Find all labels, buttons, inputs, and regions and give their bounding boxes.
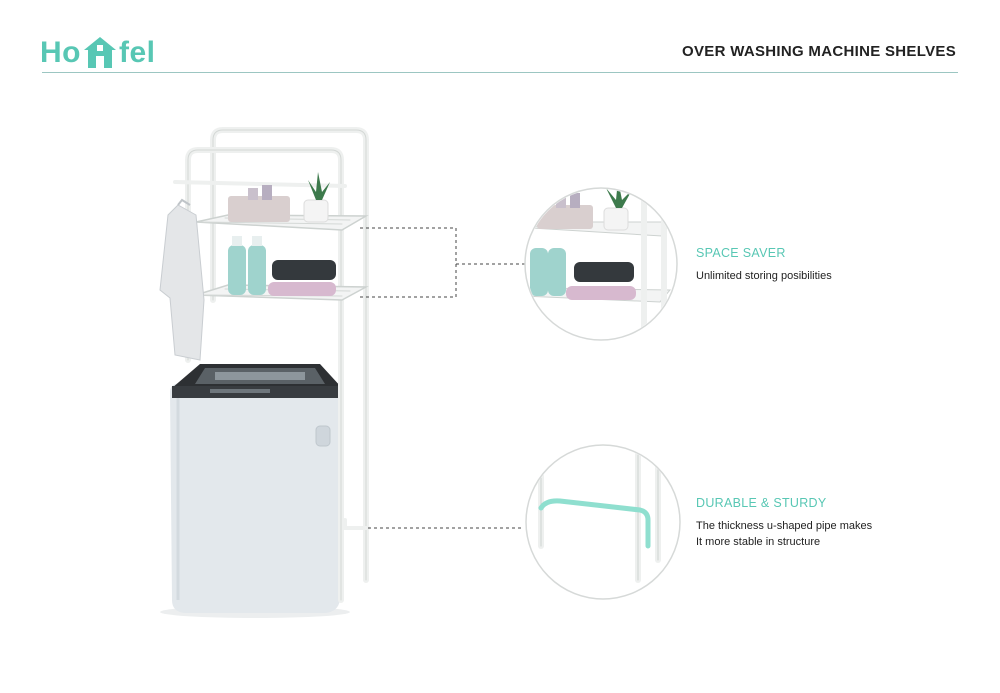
feature-space-saver: SPACE SAVER Unlimited storing posibiliti…	[696, 246, 832, 284]
logo-text-right: fel	[119, 36, 156, 69]
shelf-items	[228, 172, 336, 296]
washing-machine	[160, 364, 350, 618]
page-title: OVER WASHING MACHINE SHELVES	[682, 43, 956, 60]
feature-title: SPACE SAVER	[696, 246, 786, 260]
header-divider	[42, 72, 958, 73]
feature-title: DURABLE & STURDY	[696, 496, 827, 510]
house-logo-icon	[84, 37, 116, 68]
zoom-circle-shelves	[524, 187, 678, 341]
logo-text-left: Ho	[40, 36, 81, 69]
feature-description: The thickness u-shaped pipe makes It mor…	[696, 518, 872, 550]
brand-logo: Ho fel	[40, 26, 156, 70]
feature-line: The thickness u-shaped pipe makes	[696, 520, 873, 532]
feature-line: It more stable in structure	[696, 536, 821, 548]
zoom-circle-u-pipe	[525, 444, 681, 600]
callout-lines	[360, 227, 528, 529]
hanging-shirt	[159, 198, 205, 361]
feature-line: Unlimited storing posibilities	[696, 270, 832, 282]
feature-description: Unlimited storing posibilities	[696, 268, 832, 284]
feature-durable-sturdy: DURABLE & STURDY The thickness u-shaped …	[696, 496, 872, 550]
